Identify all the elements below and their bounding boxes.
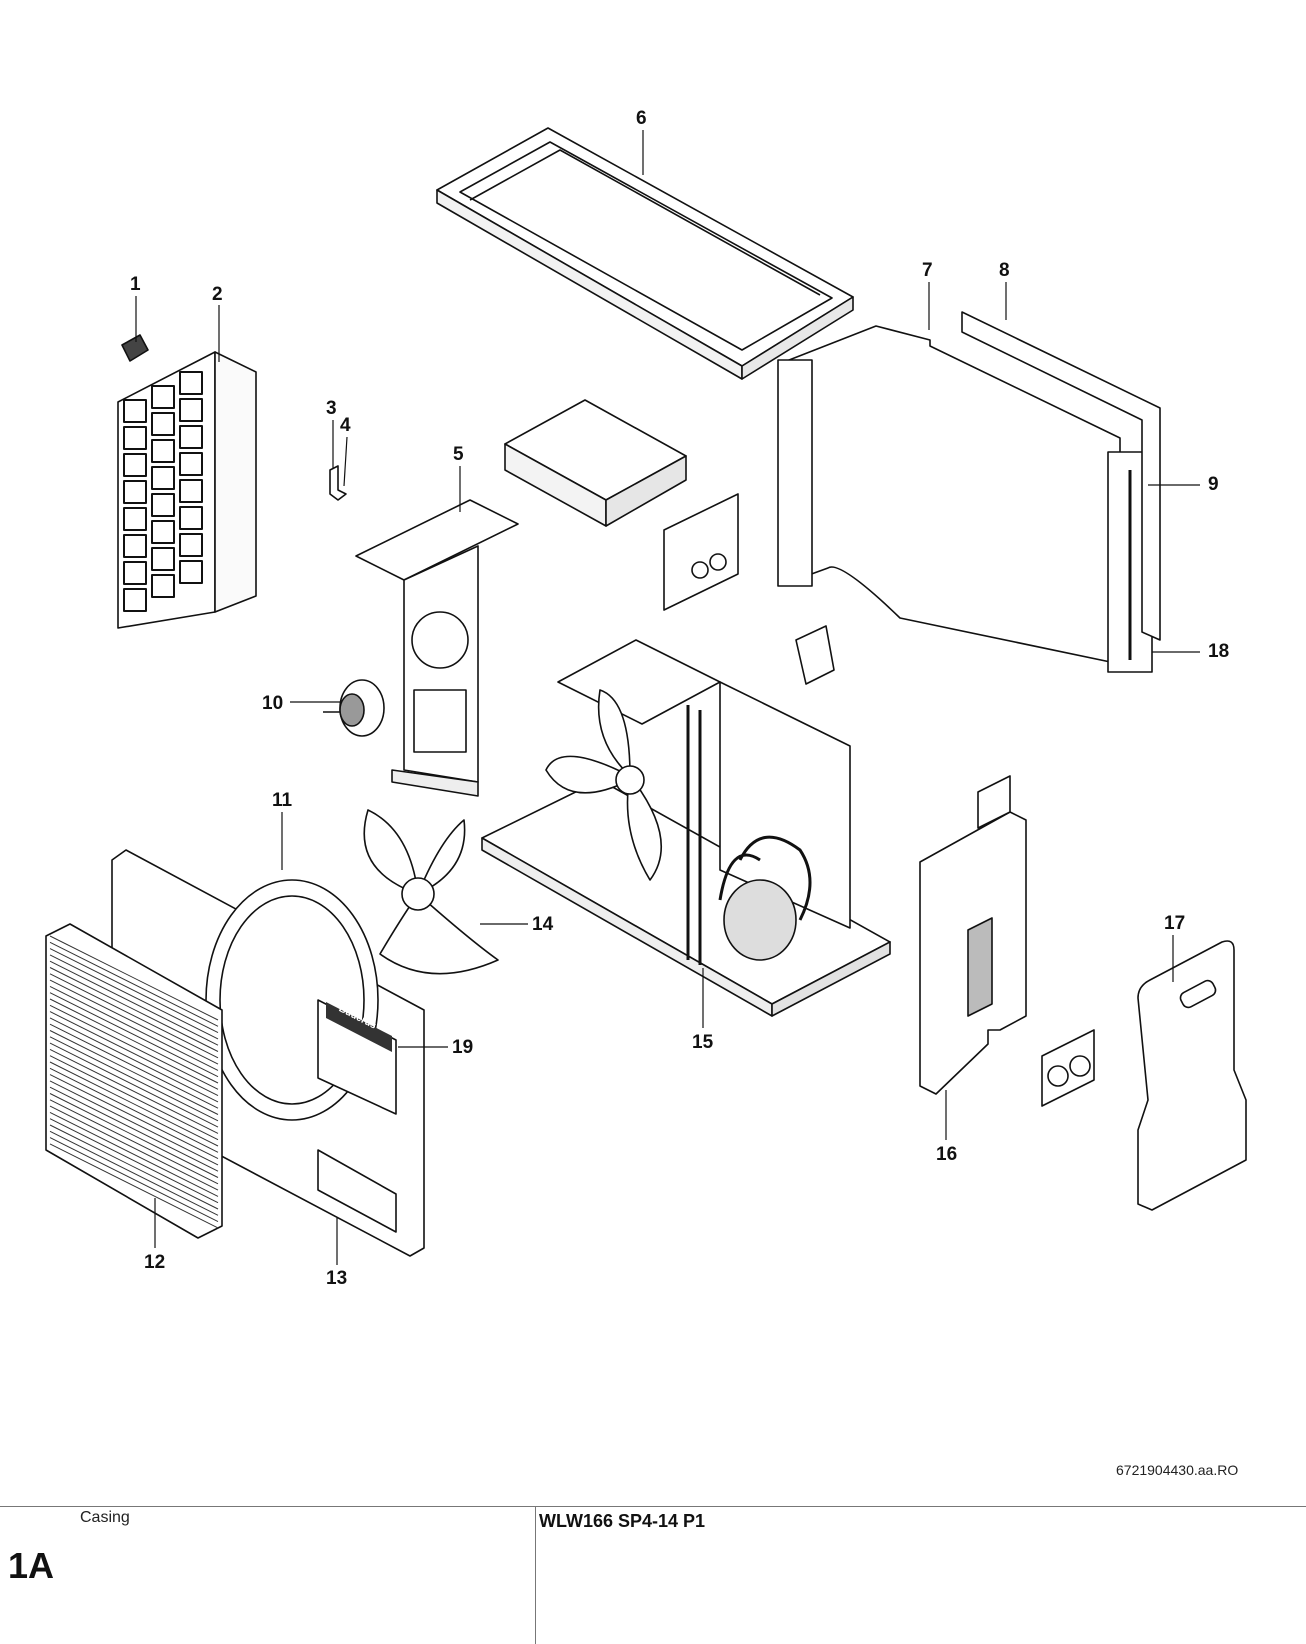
footer-divider: [535, 1507, 536, 1644]
callout-2: 2: [212, 284, 223, 305]
heat-exchanger-coil: [777, 311, 1161, 673]
callout-12: 12: [144, 1252, 165, 1273]
callout-11: 11: [272, 790, 293, 811]
callout-19: 19: [452, 1037, 473, 1058]
top-cover: [436, 127, 854, 380]
callout-1: 1: [130, 274, 141, 295]
drawing-code: 6721904430.aa.RO: [1116, 1462, 1239, 1478]
callout-13: 13: [326, 1268, 347, 1289]
section-name: Casing: [80, 1509, 130, 1526]
service-cover: [1137, 940, 1247, 1211]
callout-5: 5: [453, 444, 464, 465]
callout-7: 7: [922, 260, 933, 281]
electronic-module: [795, 625, 835, 685]
control-box-cover: [504, 399, 687, 527]
fan-blade: [363, 809, 499, 975]
side-filter-panel: [117, 351, 257, 629]
callout-9: 9: [1208, 474, 1219, 495]
service-valve: [1041, 1029, 1095, 1107]
bracket-part: [329, 465, 347, 501]
callout-15: 15: [692, 1032, 714, 1053]
model-name: WLW166 SP4-14 P1: [539, 1511, 706, 1531]
clip-part: [121, 334, 149, 362]
fan-motor: [323, 679, 385, 737]
callout-3: 3: [326, 398, 337, 419]
front-panel: [111, 849, 425, 1257]
callout-17: 17: [1164, 913, 1185, 934]
control-board: [663, 493, 739, 611]
side-panel: [919, 775, 1027, 1095]
callout-14: 14: [532, 914, 554, 935]
front-grille: [45, 923, 223, 1239]
base-chassis: [481, 639, 891, 1017]
internal-fan-blade: [545, 689, 662, 881]
callout-16: 16: [936, 1144, 957, 1165]
callout-18: 18: [1208, 641, 1229, 662]
sheet-id: 1A: [8, 1545, 55, 1586]
callout-4: 4: [340, 415, 351, 436]
callout-8: 8: [999, 260, 1010, 281]
footer-bar: Casing 1A WLW166 SP4-14 P1: [0, 1506, 1306, 1644]
callout-6: 6: [636, 108, 647, 129]
motor-support-frame: [355, 499, 519, 797]
callout-10: 10: [262, 693, 283, 714]
